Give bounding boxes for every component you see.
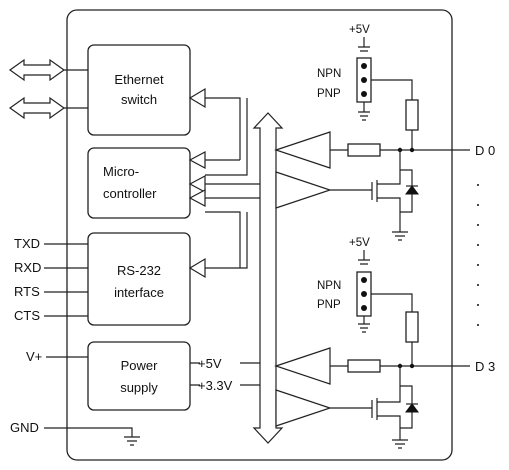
signal-rts: RTS — [14, 284, 40, 299]
rs232-label-line1: RS-232 — [117, 263, 161, 278]
ch3-mosfet — [371, 366, 419, 440]
ch0-pnp-label: PNP — [317, 88, 341, 100]
micro-label-line1: Micro- — [103, 164, 139, 179]
ground-symbol — [124, 436, 140, 446]
rs232-interface-block: RS-232 interface — [87, 232, 191, 326]
signal-txd: TXD — [14, 236, 40, 251]
signal-cts: CTS — [14, 308, 40, 323]
signal-rxd: RXD — [14, 260, 41, 275]
ethernet-label-line2: switch — [121, 92, 157, 107]
channel-d0: +5V NPN PNP D 0 — [274, 24, 495, 241]
power-label-line1: Power — [121, 358, 159, 373]
power-label-line2: supply — [120, 380, 158, 395]
power-out-5v: +5V — [198, 356, 222, 371]
ch3-output-label: D 3 — [475, 359, 495, 374]
ch3-npn-label: NPN — [317, 280, 341, 292]
ethernet-port-arrow-1 — [8, 58, 66, 82]
bus-to-ethernet-arrow — [188, 87, 206, 109]
ethernet-port-arrow-2 — [8, 96, 66, 120]
microcontroller-block: Micro- controller — [87, 147, 191, 219]
ethernet-switch-block: Ethernet switch — [87, 44, 191, 136]
ch3-input-buffer — [274, 347, 331, 385]
ch3-supply-label: +5V — [349, 237, 370, 249]
bus-to-rs232-arrow — [188, 257, 206, 279]
ch0-npn-label: NPN — [317, 68, 341, 80]
ch0-mosfet — [371, 150, 419, 228]
ch0-supply-label: +5V — [349, 24, 370, 36]
ch0-output-driver — [275, 171, 332, 209]
ch3-pnp-label: PNP — [317, 299, 341, 311]
power-supply-block: Power supply — [87, 341, 191, 411]
serial-lines — [44, 243, 88, 317]
micro-in-arrow-1 — [188, 151, 206, 169]
ethernet-label-line1: Ethernet — [114, 72, 164, 87]
rs232-label-line2: interface — [114, 285, 164, 300]
channel-continuation-dots — [477, 184, 479, 326]
channel-d3: +5V NPN PNP D 3 — [274, 237, 495, 449]
micro-in-arrow-2 — [188, 175, 206, 193]
power-out-3v3: +3.3V — [198, 378, 233, 393]
ch0-input-buffer — [274, 131, 331, 169]
board-outline — [66, 9, 453, 461]
ch3-output-driver — [275, 389, 332, 427]
micro-in-arrow-3 — [188, 189, 206, 207]
gnd-label: GND — [10, 420, 39, 435]
micro-label-line2: controller — [103, 186, 157, 201]
vplus-label: V+ — [26, 349, 42, 364]
internal-bus-arrow — [252, 112, 284, 444]
ch0-output-label: D 0 — [475, 143, 495, 158]
